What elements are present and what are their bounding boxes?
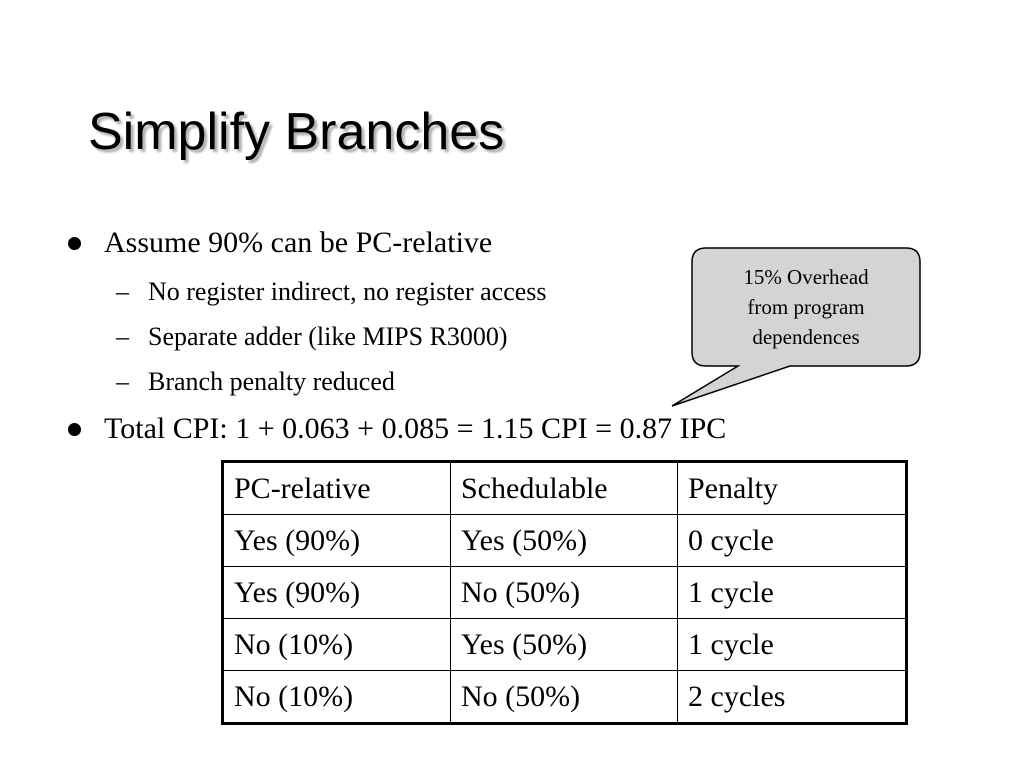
table-cell: 2 cycles	[677, 670, 907, 724]
bullet-dot-icon	[68, 237, 81, 250]
dash-icon: –	[116, 277, 129, 306]
bullet-dot-icon	[68, 423, 81, 436]
table-cell: Yes (90%)	[222, 514, 451, 567]
table-cell: 1 cycle	[677, 618, 907, 671]
callout-line: dependences	[752, 325, 860, 349]
dash-icon: –	[116, 322, 129, 351]
table-cell: No (50%)	[450, 670, 678, 724]
table-cell: No (50%)	[450, 566, 678, 619]
table-header-cell: PC-relative	[222, 461, 451, 515]
callout-line: 15% Overhead	[743, 265, 869, 289]
table-cell: No (10%)	[222, 618, 451, 671]
table-row: Yes (90%) No (50%) 1 cycle	[222, 566, 907, 619]
table-cell: No (10%)	[222, 670, 451, 724]
sub-bullet-item: No register indirect, no register access	[148, 277, 547, 306]
table-cell: Yes (50%)	[450, 514, 678, 567]
table-header-cell: Schedulable	[450, 461, 678, 515]
callout-text: 15% Overhead from program dependences	[692, 262, 920, 352]
table-row: No (10%) No (50%) 2 cycles	[222, 670, 907, 724]
penalty-table: PC-relative Schedulable Penalty Yes (90%…	[221, 460, 908, 725]
slide-title: Simplify Branches	[88, 103, 505, 161]
table-cell: Yes (90%)	[222, 566, 451, 619]
sub-bullet-item: Separate adder (like MIPS R3000)	[148, 322, 508, 351]
bullet-item: Total CPI: 1 + 0.063 + 0.085 = 1.15 CPI …	[104, 412, 727, 445]
table-row: Yes (90%) Yes (50%) 0 cycle	[222, 514, 907, 567]
sub-bullet-item: Branch penalty reduced	[148, 367, 395, 396]
callout-line: from program	[747, 295, 865, 319]
table-cell: 1 cycle	[677, 566, 907, 619]
table-header-cell: Penalty	[677, 461, 907, 515]
bullet-item: Assume 90% can be PC-relative	[104, 226, 493, 259]
table-header-row: PC-relative Schedulable Penalty	[222, 461, 907, 515]
table-cell: 0 cycle	[677, 514, 907, 567]
dash-icon: –	[116, 367, 129, 396]
table-row: No (10%) Yes (50%) 1 cycle	[222, 618, 907, 671]
table-cell: Yes (50%)	[450, 618, 678, 671]
